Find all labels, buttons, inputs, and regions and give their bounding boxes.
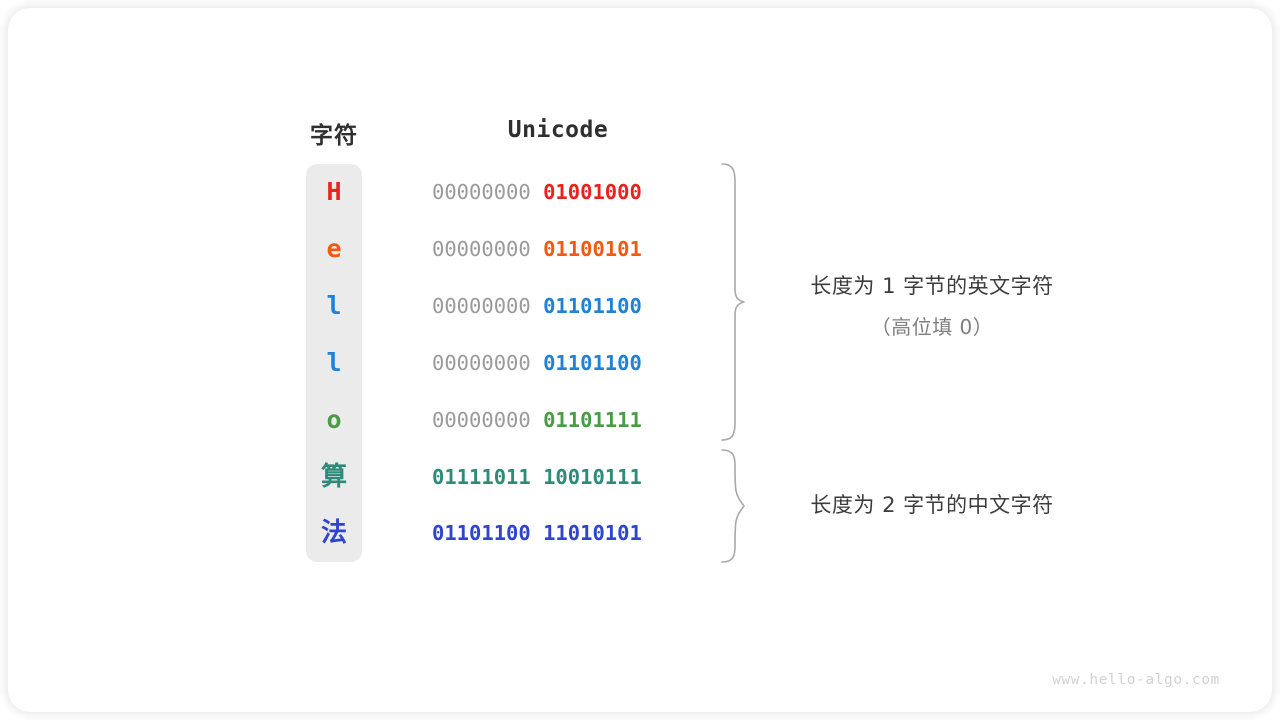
annotation-one-byte-line2: （高位填 0） <box>870 315 994 339</box>
annotation-one-byte-line1: 长度为 1 字节的英文字符 <box>810 274 1054 298</box>
binary-row: 00000000 01101111 <box>432 410 684 431</box>
binary-low-byte: 10010111 <box>543 465 642 489</box>
binary-high-byte: 00000000 <box>432 408 531 432</box>
character-cell: o <box>326 405 342 434</box>
binary-row: 00000000 01101100 <box>432 353 684 374</box>
binary-byte-separator <box>531 521 543 545</box>
watermark: www.hello-algo.com <box>1052 672 1220 688</box>
binary-row: 00000000 01101100 <box>432 296 684 317</box>
binary-high-byte: 00000000 <box>432 180 531 204</box>
character-cell: 算 <box>320 462 347 492</box>
column-header-character: 字符 <box>310 122 358 148</box>
binary-high-byte: 00000000 <box>432 294 531 318</box>
binary-byte-separator <box>531 180 543 204</box>
annotation-two-byte-line1: 长度为 2 字节的中文字符 <box>810 493 1054 517</box>
character-cell: H <box>326 177 342 206</box>
column-header-unicode: Unicode <box>507 117 609 143</box>
binary-low-byte: 01101100 <box>543 351 642 375</box>
binary-byte-separator <box>531 237 543 261</box>
binary-high-byte: 00000000 <box>432 351 531 375</box>
binary-low-byte: 01101100 <box>543 294 642 318</box>
binary-high-byte: 01101100 <box>432 521 531 545</box>
binary-byte-separator <box>531 408 543 432</box>
binary-row: 01101100 11010101 <box>432 523 684 544</box>
binary-low-byte: 01001000 <box>543 180 642 204</box>
annotation-two-byte: 长度为 2 字节的中文字符 <box>786 489 1078 519</box>
binary-high-byte: 01111011 <box>432 465 531 489</box>
character-cell: l <box>326 348 342 377</box>
binary-low-byte: 11010101 <box>543 521 642 545</box>
character-cell: e <box>326 234 342 263</box>
binary-high-byte: 00000000 <box>432 237 531 261</box>
binary-row: 01111011 10010111 <box>432 467 684 488</box>
character-cell: l <box>326 291 342 320</box>
figure-card <box>8 8 1272 712</box>
binary-row: 00000000 01001000 <box>432 182 684 203</box>
annotation-one-byte: 长度为 1 字节的英文字符 （高位填 0） <box>786 270 1078 340</box>
binary-byte-separator <box>531 294 543 318</box>
binary-low-byte: 01100101 <box>543 237 642 261</box>
binary-row: 00000000 01100101 <box>432 239 684 260</box>
binary-byte-separator <box>531 465 543 489</box>
binary-byte-separator <box>531 351 543 375</box>
binary-low-byte: 01101111 <box>543 408 642 432</box>
character-cell: 法 <box>320 518 347 548</box>
